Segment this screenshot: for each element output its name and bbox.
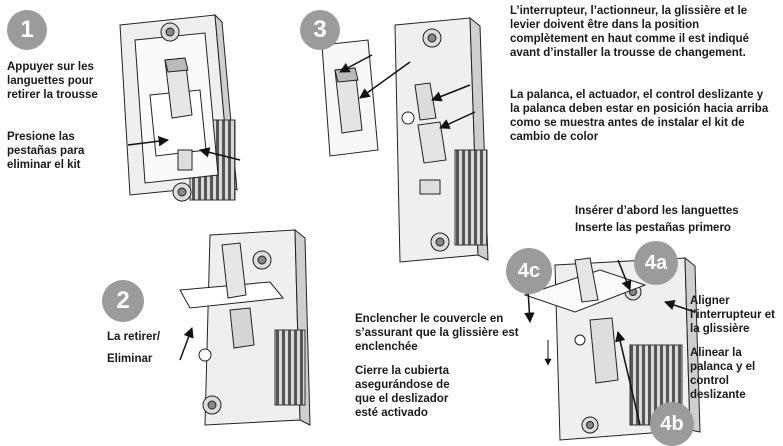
step-3-text-fr: L’interrupteur, l’actionneur, la glissiè… (510, 5, 749, 59)
step-4a-badge: 4a (634, 241, 678, 285)
step-4c-text-fr: Enclencher le couvercle en s’assurant qu… (355, 313, 519, 353)
step-4a-text-es: Inserte las pestañas primero (575, 222, 731, 234)
step-3-text-es: La palanca, el actuador, el control desl… (510, 89, 769, 143)
step-4b-badge: 4b (650, 402, 694, 446)
step-1-text-fr: Appuyer sur les languettes pour retirer … (7, 61, 98, 101)
step-4b-text-es: Alinear la palanca y el control deslizan… (690, 347, 756, 401)
step-4c-text-es: Cierre la cubierta asegurándose de que e… (355, 365, 450, 419)
step-2-badge: 2 (102, 280, 144, 322)
step-4a-text-fr: Insérer d’abord les languettes (575, 205, 739, 217)
switch-illustration-2 (179, 228, 311, 426)
step-2-text-fr: La retirer/ (107, 331, 161, 343)
step-1-text-es: Presione las pestañas para eliminar el k… (7, 131, 85, 171)
step-3-badge: 3 (300, 10, 340, 50)
step-2-text-es: Eliminar (107, 353, 153, 365)
step-4b-text-fr: Aligner l’interrupteur et la glissière (690, 295, 775, 335)
switch-illustration-3 (321, 16, 489, 263)
step-4c-badge: 4c (506, 248, 552, 294)
step-1-badge: 1 (7, 10, 47, 50)
switch-illustration-1 (119, 13, 238, 202)
